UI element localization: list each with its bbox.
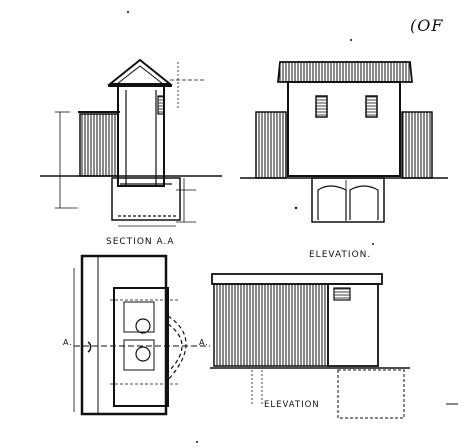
elevation-roof	[277, 61, 413, 83]
side-elevation-view	[210, 273, 458, 419]
elevation-pit	[311, 177, 385, 223]
elevation-wall-left	[255, 111, 287, 179]
section-view	[40, 58, 222, 227]
elevation-vent-left	[315, 95, 328, 118]
plan-circle-bottom	[135, 346, 151, 362]
plan-inner-chamber	[113, 287, 169, 407]
elevation-body	[287, 81, 401, 177]
plan-view	[73, 254, 210, 416]
elevation-vent-right	[365, 95, 378, 118]
section-marker-left: A.	[63, 338, 73, 347]
side-end-block	[327, 283, 379, 367]
scan-specks	[127, 11, 374, 443]
section-aa-label: SECTION A.A	[106, 237, 175, 247]
elevation-wall-right	[401, 111, 433, 179]
section-pit	[111, 177, 181, 221]
side-roof	[211, 273, 383, 285]
side-elevation-label: ELEVATION	[264, 400, 320, 410]
section-tower	[117, 85, 165, 187]
elevation-view	[240, 61, 448, 223]
elevation-label: ELEVATION.	[309, 250, 372, 260]
reference-mark: (OF	[410, 16, 444, 35]
side-corrugated-wall	[213, 283, 329, 367]
side-pit	[337, 369, 405, 419]
plan-outer-frame	[80, 254, 168, 416]
section-roof	[107, 58, 173, 85]
plan-circle-top	[135, 318, 151, 334]
section-corrugated-wall	[79, 113, 119, 177]
section-marker-right: A.	[199, 338, 209, 347]
